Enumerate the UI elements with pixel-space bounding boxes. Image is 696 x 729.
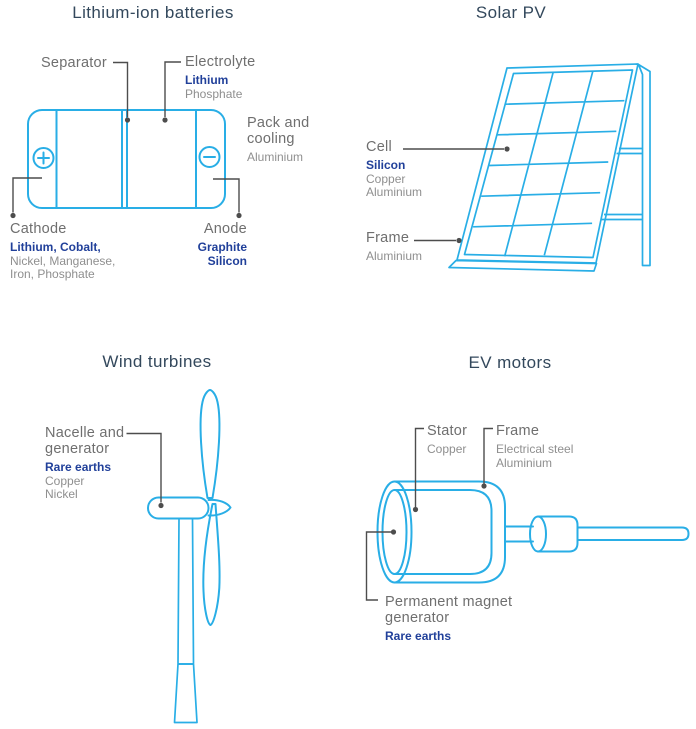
- solar-frame-name: Frame: [366, 230, 410, 246]
- pmg-critical-minerals: Rare earths: [385, 629, 452, 643]
- electrolyte-name: Electrolyte: [185, 54, 256, 70]
- anode-critical-minerals-line1: Graphite: [197, 240, 247, 254]
- pmg-name-line1: Permanent magnet: [385, 594, 513, 610]
- anode-label: Anode Graphite Silicon: [198, 221, 247, 268]
- ev-leader-lines: [365, 427, 493, 601]
- solar-section-title: Solar PV: [475, 3, 547, 22]
- turbine-hub: [207, 498, 232, 517]
- ev-motor-diagram: [376, 480, 690, 584]
- minus-terminal-icon: [198, 146, 221, 168]
- stator-other-minerals: Copper: [427, 442, 467, 456]
- stator-label: Stator Copper: [427, 423, 467, 457]
- cell-other-minerals-line1: Copper: [366, 171, 406, 186]
- cell-name: Cell: [366, 139, 392, 155]
- battery-section-title: Lithium-ion batteries: [72, 3, 234, 22]
- wind-turbine-diagram: [147, 389, 232, 724]
- turbine-nacelle: [147, 496, 210, 520]
- wind-section-title: Wind turbines: [102, 352, 212, 371]
- nacelle-generator-label: Nacelle and generator Rare earths Copper…: [45, 425, 124, 502]
- solar-panel-diagram: [449, 64, 650, 271]
- wind-leader-lines: [126, 432, 164, 509]
- cathode-name: Cathode: [10, 221, 67, 237]
- nacelle-critical-minerals: Rare earths: [45, 460, 112, 474]
- stator-name: Stator: [427, 423, 468, 439]
- electrolyte-label: Electrolyte Lithium Phosphate: [185, 54, 255, 101]
- solar-leader-lines: [403, 146, 510, 244]
- ev-frame-other-minerals-line1: Electrical steel: [496, 442, 574, 456]
- pack-cooling-label: Pack and cooling Aluminium: [247, 115, 309, 165]
- separator-label: Separator: [41, 55, 107, 71]
- turbine-tower-base: [173, 663, 198, 724]
- pack-name-line1: Pack and: [247, 115, 310, 131]
- anode-critical-minerals-line2: Silicon: [207, 253, 247, 268]
- solar-frame-other-minerals: Aluminium: [366, 249, 423, 263]
- permanent-magnet-generator-label: Permanent magnet generator Rare earths: [385, 594, 512, 644]
- plus-terminal-icon: [32, 147, 55, 169]
- cathode-other-minerals-line1: Nickel, Manganese,: [10, 253, 116, 268]
- ev-frame-other-minerals-line2: Aluminium: [496, 455, 553, 470]
- anode-name: Anode: [203, 221, 247, 237]
- cathode-critical-minerals: Lithium, Cobalt,: [10, 240, 101, 254]
- cell-other-minerals-line2: Aluminium: [366, 185, 423, 199]
- motor-shaft: [504, 525, 534, 543]
- battery-leader-lines: [10, 61, 242, 219]
- solar-frame-label: Frame Aluminium: [366, 230, 422, 264]
- turbine-blade-down: [202, 503, 221, 626]
- ev-frame-name: Frame: [496, 423, 540, 439]
- battery-diagram: [27, 109, 226, 209]
- nacelle-name-line1: Nacelle and: [45, 425, 125, 441]
- electrolyte-critical-minerals: Lithium: [185, 73, 229, 87]
- turbine-blade-up: [199, 389, 221, 499]
- cathode-label: Cathode Lithium, Cobalt, Nickel, Mangane…: [10, 221, 115, 282]
- pmg-name-line2: generator: [385, 610, 450, 626]
- pack-other-minerals: Aluminium: [247, 150, 304, 164]
- shaft-coupling: [537, 515, 579, 553]
- cell-critical-minerals: Silicon: [366, 158, 406, 172]
- nacelle-other-minerals-line2: Nickel: [45, 487, 78, 501]
- cathode-other-minerals-line2: Iron, Phosphate: [10, 267, 95, 281]
- nacelle-name-line2: generator: [45, 441, 110, 457]
- ev-section-title: EV motors: [468, 353, 552, 372]
- separator-name: Separator: [41, 55, 107, 71]
- nacelle-other-minerals-line1: Copper: [45, 473, 85, 488]
- electrolyte-other-minerals: Phosphate: [185, 86, 243, 101]
- ev-frame-label: Frame Electrical steel Aluminium: [496, 423, 573, 470]
- cell-label: Cell Silicon Copper Aluminium: [366, 139, 422, 200]
- pack-name-line2: cooling: [247, 131, 295, 147]
- panel-kickstand: [637, 63, 651, 267]
